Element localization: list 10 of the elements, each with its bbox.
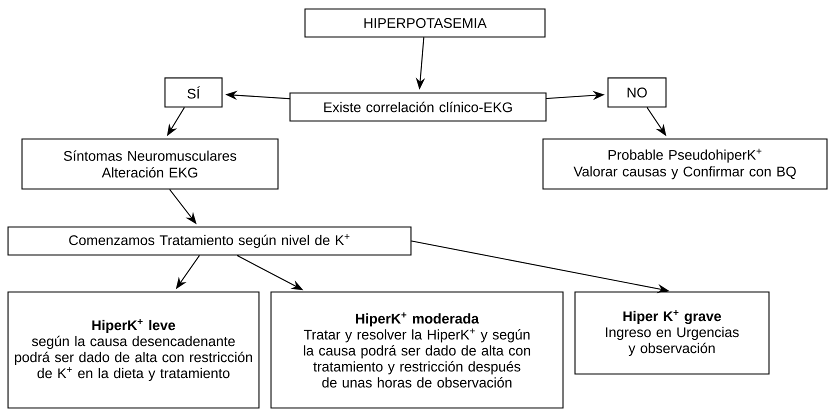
flow-box: SÍ [164,77,223,108]
flow-box: NO [607,77,667,108]
flow-box: Comenzamos Tratamiento según nivel de K$^{+}$ [8,226,412,256]
flow-box: HiperK$^{+}$ leve según la causa desencadenante podrá ser dado de alta con restricción de K$^{+}$ en la dieta y tratamiento [8,291,260,409]
flow-box: Probable PseudohiperK$^{+}$ Valorar causas y Confirmar con BQ [542,138,828,190]
flow-box: Hiper K$^{+}$ grave Ingreso en Urgencias y observación [574,291,770,375]
flow-box: Síntomas Neuromusculares Alteración EKG [21,138,279,190]
flow-box: HiperK$^{+}$ moderada Tratar y resolver la HiperK$^{+}$ y según la causa podrá ser dado de alta con tratamiento y restricción después de unas horas de observación [270,291,564,409]
flow-box: Existe correlación clínico-EKG [289,92,547,122]
flow-box: HIPERPOTASEMIA [304,8,546,38]
